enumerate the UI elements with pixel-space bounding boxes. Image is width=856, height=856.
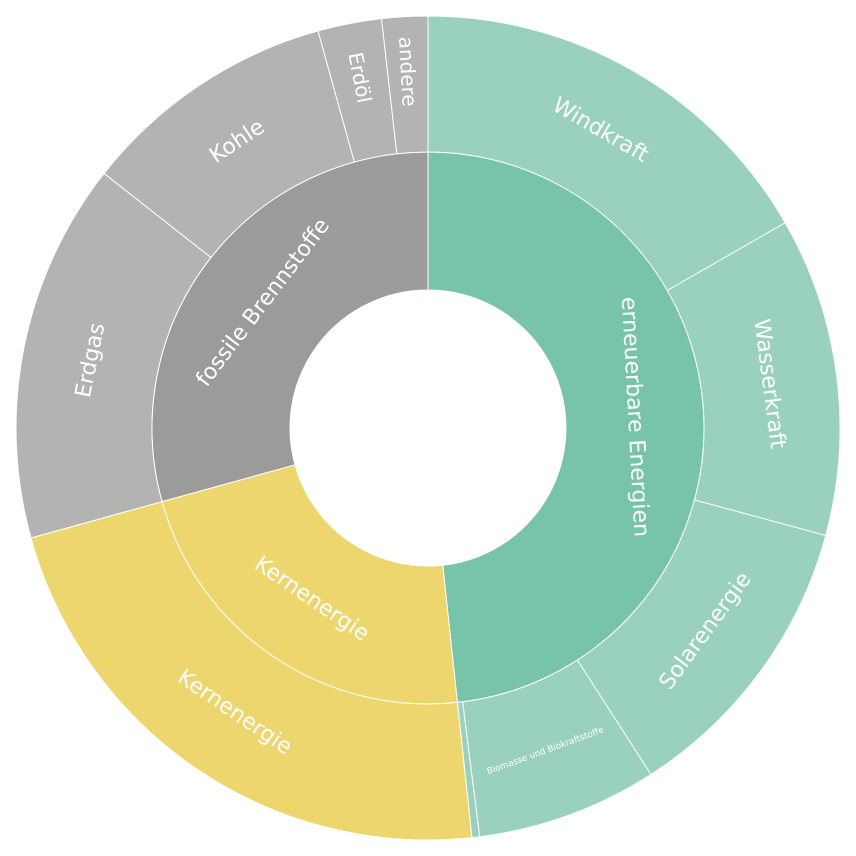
outer-slice-windkraft xyxy=(427,15,786,292)
outer-label-andere: andere xyxy=(394,36,422,107)
outer-slice-andere xyxy=(380,15,429,155)
outer-slice-kernenergie xyxy=(30,501,473,841)
outer-ring xyxy=(15,15,841,841)
inner-ring xyxy=(151,151,705,705)
